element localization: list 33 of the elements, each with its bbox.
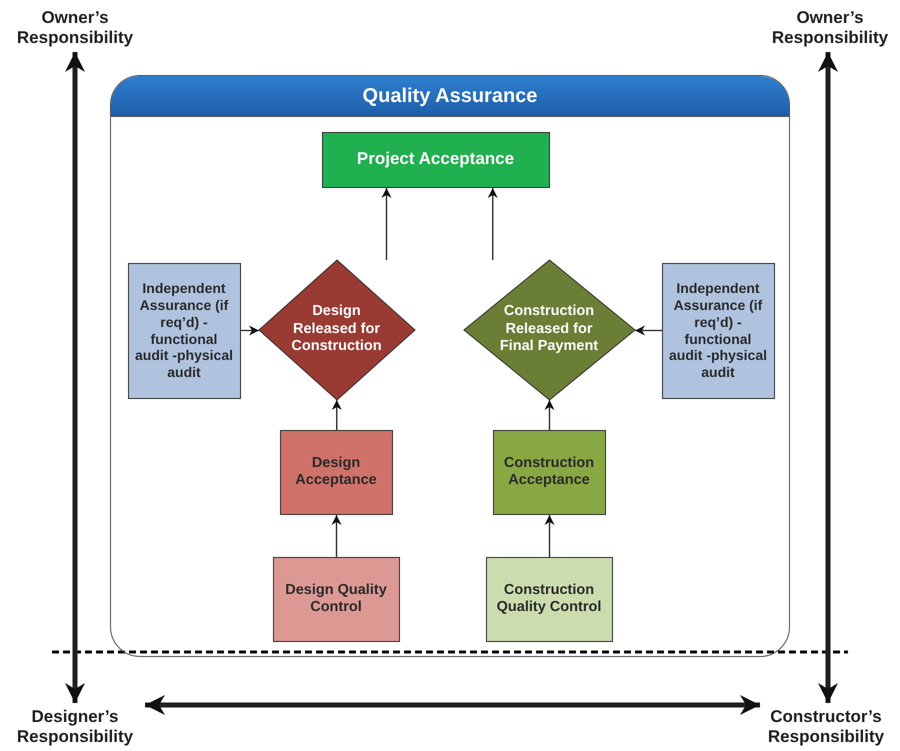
box-label: Independent Assurance (if req’d) - functional audit -physical audit [134, 280, 234, 381]
arrow [332, 400, 342, 430]
decision-label: Design Released for Construction [290, 303, 383, 356]
arrow [635, 326, 662, 336]
process-box [322, 132, 550, 188]
arrow [488, 188, 498, 260]
role-label: Owner’s Responsibility [16, 8, 134, 48]
box-label: Independent Assurance (if req’d) - functional audit -physical audit [668, 280, 768, 381]
box-label: Construction Acceptance [502, 454, 596, 490]
arrow [544, 400, 554, 430]
note-box [662, 262, 774, 398]
note-box [128, 262, 240, 398]
role-label: Constructor’s Responsibility [766, 706, 886, 748]
decision-label: Construction Released for Final Payment [498, 303, 600, 356]
double-arrow [818, 52, 838, 703]
arrow [544, 515, 554, 557]
group-panel [110, 75, 790, 657]
box-label: Construction Quality Control [496, 582, 602, 616]
process-box [492, 430, 606, 514]
box-label: Design Quality Control [284, 582, 388, 616]
arrow [241, 326, 259, 336]
arrow [332, 515, 342, 557]
process-box [486, 556, 612, 642]
double-arrow [145, 695, 760, 715]
process-box [280, 430, 392, 514]
double-arrow [65, 52, 85, 703]
role-label: Designer’s Responsibility [16, 706, 134, 748]
process-box [272, 556, 400, 642]
panel-header: Quality Assurance [111, 76, 789, 117]
arrow [382, 188, 392, 260]
role-label: Owner’s Responsibility [770, 8, 890, 48]
box-label: Design Acceptance [294, 454, 378, 490]
box-label: Project Acceptance [356, 149, 514, 170]
